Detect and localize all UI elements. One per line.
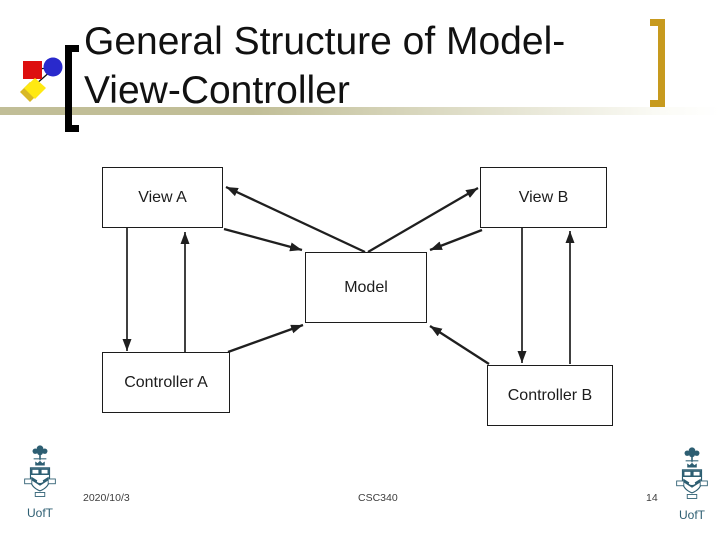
left-bracket-decoration — [65, 45, 79, 132]
node-controller-a: Controller A — [102, 352, 230, 413]
right-bracket-decoration — [650, 19, 665, 107]
edge-model-to-view-a — [225, 185, 366, 254]
node-controller-a-label: Controller A — [124, 373, 208, 391]
slide-title: General Structure of Model- View-Control… — [84, 17, 644, 115]
footer-page-number: 14 — [646, 492, 658, 504]
edge-controller-a-to-model — [227, 323, 304, 354]
edge-controller-b-to-model — [429, 325, 490, 365]
edge-view-b-to-model — [429, 228, 483, 252]
node-controller-b: Controller B — [487, 365, 613, 426]
decorative-shapes-logo — [20, 57, 63, 102]
logo-yellow-diamond — [24, 78, 46, 99]
node-model: Model — [305, 252, 427, 323]
node-view-a-label: View A — [138, 188, 187, 206]
node-view-b-label: View B — [518, 188, 569, 206]
node-controller-b-label: Controller B — [507, 386, 593, 404]
logo-blue-circle — [43, 57, 63, 77]
node-model-label: Model — [344, 278, 388, 296]
footer-course-code: CSC340 — [358, 492, 398, 504]
title-underline-band — [0, 107, 720, 115]
uoft-caption-right: UofT — [678, 508, 705, 522]
edge-view-a-to-model — [223, 227, 303, 252]
logo-red-square — [23, 61, 42, 79]
slide-title-line2: View-Controller — [84, 69, 350, 112]
edge-model-to-view-b — [367, 187, 479, 253]
uoft-caption-left: UofT — [26, 506, 53, 520]
node-view-a: View A — [102, 167, 223, 228]
node-view-b: View B — [480, 167, 607, 228]
slide-title-line1: General Structure of Model- — [84, 20, 566, 63]
footer-date: 2020/10/3 — [83, 492, 130, 504]
